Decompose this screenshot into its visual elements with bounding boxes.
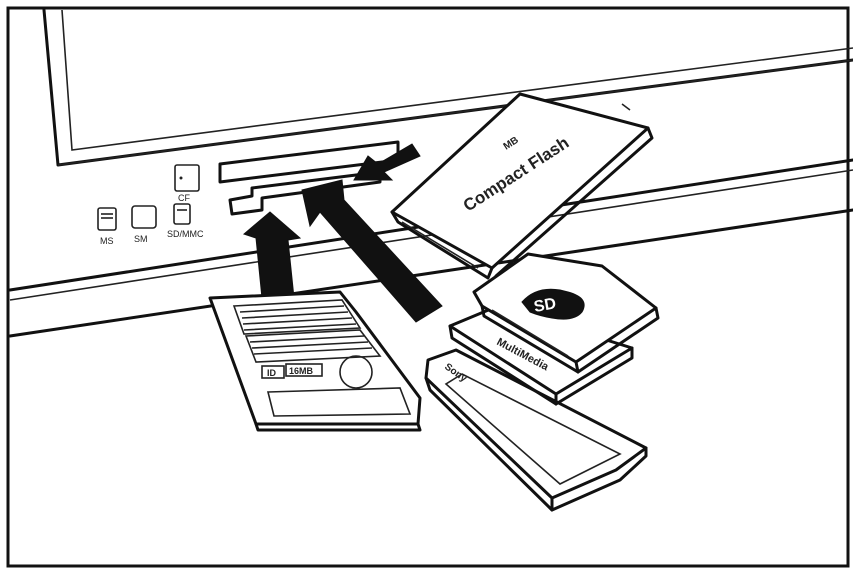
- arrow-cf: [353, 143, 421, 181]
- sd-logo-mark: [521, 288, 585, 320]
- bezel-outline: [42, 8, 853, 167]
- label-sm: SM: [134, 234, 148, 244]
- label-sd-mmc: SD/MMC: [167, 229, 204, 239]
- sd-logo-text: SD: [533, 295, 558, 316]
- device-base-edge: [8, 208, 853, 338]
- ms-slot-icon: [97, 207, 117, 231]
- sm-id-badge: [261, 365, 285, 379]
- sm-slot-icon: [131, 205, 157, 229]
- memory-stick-card: Sony: [424, 348, 648, 512]
- arrow-sm: [242, 211, 302, 299]
- sd-mmc-slot-icon: [173, 203, 191, 225]
- sm-capacity-text: 16MB: [289, 366, 314, 376]
- smartmedia-card: ID 16MB: [208, 290, 422, 432]
- image-frame: [6, 6, 850, 568]
- arrow-sd-mmc: [301, 179, 443, 323]
- bezel-lower-edge: [57, 59, 853, 166]
- label-ms: MS: [100, 236, 114, 246]
- compact-flash-card: MB Compact Flash: [390, 92, 654, 280]
- cf-slot-icon: [174, 164, 200, 192]
- slot-sd-mmc: [228, 170, 382, 216]
- sm-capacity-badge: [285, 363, 323, 377]
- screen-inner-edge: [61, 9, 853, 151]
- sm-id-text: ID: [267, 368, 277, 378]
- sd-card: SD: [472, 252, 660, 374]
- label-cf: CF: [178, 193, 190, 203]
